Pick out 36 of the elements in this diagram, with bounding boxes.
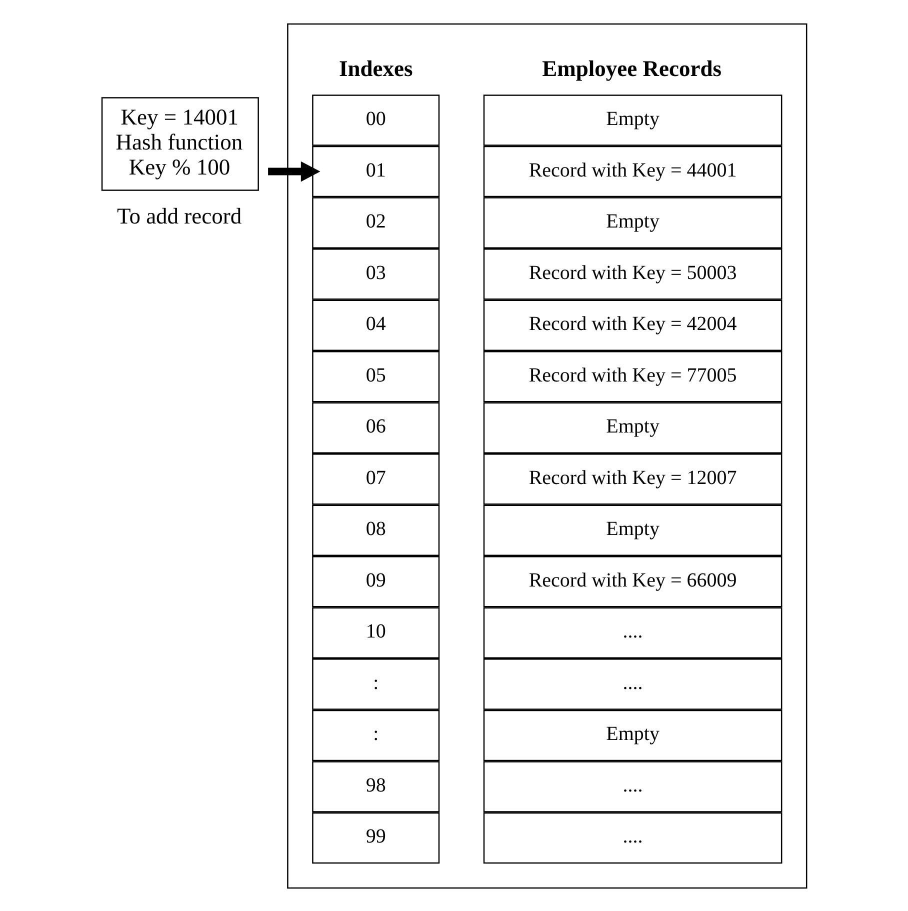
node-box: Empty [483, 402, 782, 453]
cluster [287, 22, 808, 888]
node-label: To add record [117, 202, 242, 228]
node-box: 09 [312, 556, 440, 607]
node-box: Empty [483, 196, 782, 248]
node-box: 00 [312, 94, 440, 146]
label: Indexes [338, 55, 413, 80]
node-box: Empty [483, 709, 782, 761]
node-box: 01 [312, 145, 440, 197]
node-box: 03 [312, 248, 440, 300]
node-box: : [312, 709, 440, 761]
node-box: Record with Key = 42004 [483, 299, 782, 350]
node-box: .... [483, 606, 782, 658]
node-box: Record with Key = 77005 [483, 350, 782, 402]
node-box: 07 [312, 453, 440, 504]
node-box: .... [483, 658, 782, 710]
node-box: 05 [312, 350, 440, 402]
label: Employee Records [542, 55, 722, 80]
node-box: Empty [483, 94, 782, 146]
node-box: Key = 14001 Hash function Key % 100 [101, 96, 259, 190]
node-box: Record with Key = 44001 [483, 145, 782, 197]
node-box: 06 [312, 402, 440, 453]
node-box: : [312, 658, 440, 710]
node-box: 02 [312, 196, 440, 248]
node-box: 10 [312, 606, 440, 658]
node-box: 08 [312, 504, 440, 556]
node-box: Record with Key = 66009 [483, 556, 782, 607]
node-box: 98 [312, 760, 440, 812]
node-box: 04 [312, 299, 440, 350]
node-box: Empty [483, 504, 782, 556]
node-box: Record with Key = 50003 [483, 248, 782, 300]
node-box: .... [483, 760, 782, 812]
node-box: 99 [312, 812, 440, 864]
node-box: Record with Key = 12007 [483, 453, 782, 504]
node-box: .... [483, 812, 782, 864]
arrow [268, 160, 320, 182]
